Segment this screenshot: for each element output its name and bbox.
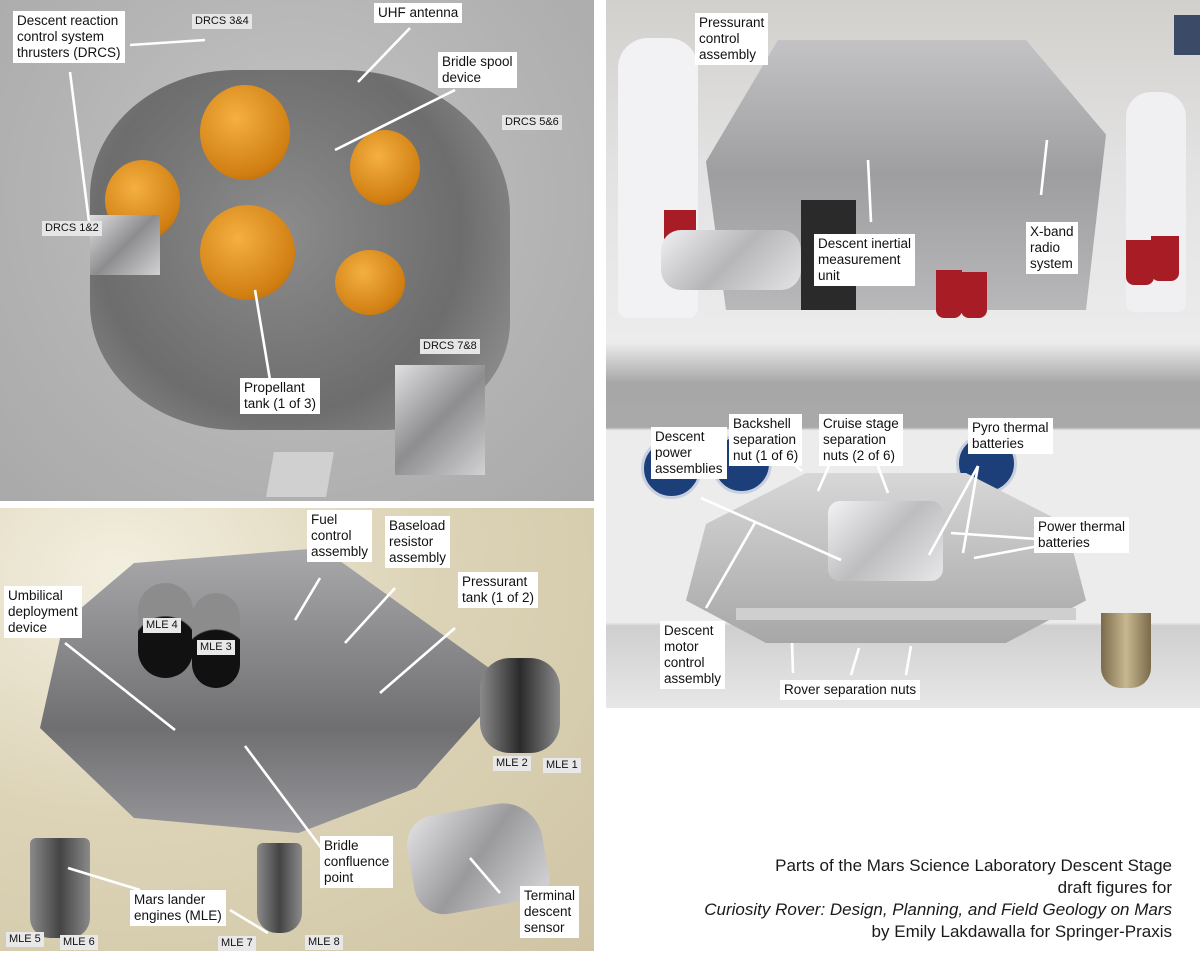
caption-title: Parts of the Mars Science Laboratory Des… — [775, 856, 1172, 875]
label-pyro-thermal: Pyro thermal batteries — [968, 418, 1053, 454]
label-drcs-7-8: DRCS 7&8 — [420, 339, 480, 354]
label-descent-imu: Descent inertial measurement unit — [814, 234, 916, 286]
figure-caption: Parts of the Mars Science Laboratory Des… — [704, 855, 1172, 943]
photo-bottom-right-front-view: Backshell separation nut (1 of 6) Cruise… — [606, 403, 1200, 708]
foil-blanket — [395, 365, 485, 475]
label-fuel-control: Fuel control assembly — [307, 510, 373, 562]
label-mle-5: MLE 5 — [6, 932, 44, 947]
mle-1-2-engines — [480, 658, 560, 753]
mle-5-6-engines — [30, 838, 90, 938]
label-bridle-confluence: Bridle confluence point — [320, 836, 394, 888]
tank-4 — [350, 130, 420, 205]
label-bridle-spool: Bridle spool device — [438, 52, 517, 88]
mle-7-8-engines — [257, 843, 302, 933]
photo-bottom-left-underside: Fuel control assembly Baseload resistor … — [0, 508, 594, 951]
caption-book-title: Curiosity Rover: Design, Planning, and F… — [704, 900, 1172, 919]
rover-platform — [736, 608, 1076, 620]
nozzle — [1101, 613, 1151, 688]
nozzle-red — [936, 270, 962, 318]
label-drcs: Descent reaction control system thruster… — [13, 11, 125, 63]
label-descent-power: Descent power assemblies — [651, 427, 727, 479]
label-power-thermal: Power thermal batteries — [1034, 517, 1130, 553]
label-xband-radio: X-band radio system — [1026, 222, 1078, 274]
photo-top-left-descent-stage-overhead: Descent reaction control system thruster… — [0, 0, 594, 501]
label-mars-lander-engines: Mars lander engines (MLE) — [130, 890, 226, 926]
label-pressurant-control: Pressurant control assembly — [695, 13, 769, 65]
label-drcs-1-2: DRCS 1&2 — [42, 221, 102, 236]
label-terminal-descent-sensor: Terminal descent sensor — [520, 886, 580, 938]
label-mle-6: MLE 6 — [60, 935, 98, 950]
label-mle-7: MLE 7 — [218, 936, 256, 951]
label-mle-3: MLE 3 — [197, 640, 235, 655]
label-mle-1: MLE 1 — [543, 758, 581, 773]
nozzle-red — [1151, 236, 1179, 281]
pressurant-tank — [335, 250, 405, 315]
label-umbilical-deployment: Umbilical deployment device — [4, 586, 82, 638]
label-mle-4: MLE 4 — [143, 618, 181, 633]
label-mle-2: MLE 2 — [493, 756, 531, 771]
propellant-tank-1 — [200, 85, 290, 180]
label-rover-sep-nuts: Rover separation nuts — [780, 680, 921, 700]
caption-author: by Emily Lakdawalla for Springer-Praxis — [871, 922, 1172, 941]
label-drcs-3-4: DRCS 3&4 — [192, 14, 252, 29]
caption-subtitle: draft figures for — [1057, 878, 1172, 897]
label-backshell-sep-nut: Backshell separation nut (1 of 6) — [729, 414, 803, 466]
label-drcs-5-6: DRCS 5&6 — [502, 115, 562, 130]
label-baseload-resistor: Baseload resistor assembly — [385, 516, 451, 568]
foil-blanket-center — [828, 501, 943, 581]
floor-plate — [266, 452, 334, 497]
label-mle-8: MLE 8 — [305, 935, 343, 950]
monitor — [1174, 15, 1200, 55]
nozzle-red — [1126, 240, 1154, 285]
label-cruise-sep-nuts: Cruise stage separation nuts (2 of 6) — [819, 414, 903, 466]
propellant-tank-3 — [200, 205, 295, 300]
label-pressurant-tank: Pressurant tank (1 of 2) — [458, 572, 539, 608]
photo-top-right-cleanroom: Pressurant control assembly Descent iner… — [606, 0, 1200, 403]
label-propellant-tank: Propellant tank (1 of 3) — [240, 378, 321, 414]
label-uhf-antenna: UHF antenna — [374, 3, 463, 23]
label-descent-motor-control: Descent motor control assembly — [660, 621, 726, 689]
nozzle-red — [961, 272, 987, 318]
foil-blanket — [661, 230, 801, 290]
